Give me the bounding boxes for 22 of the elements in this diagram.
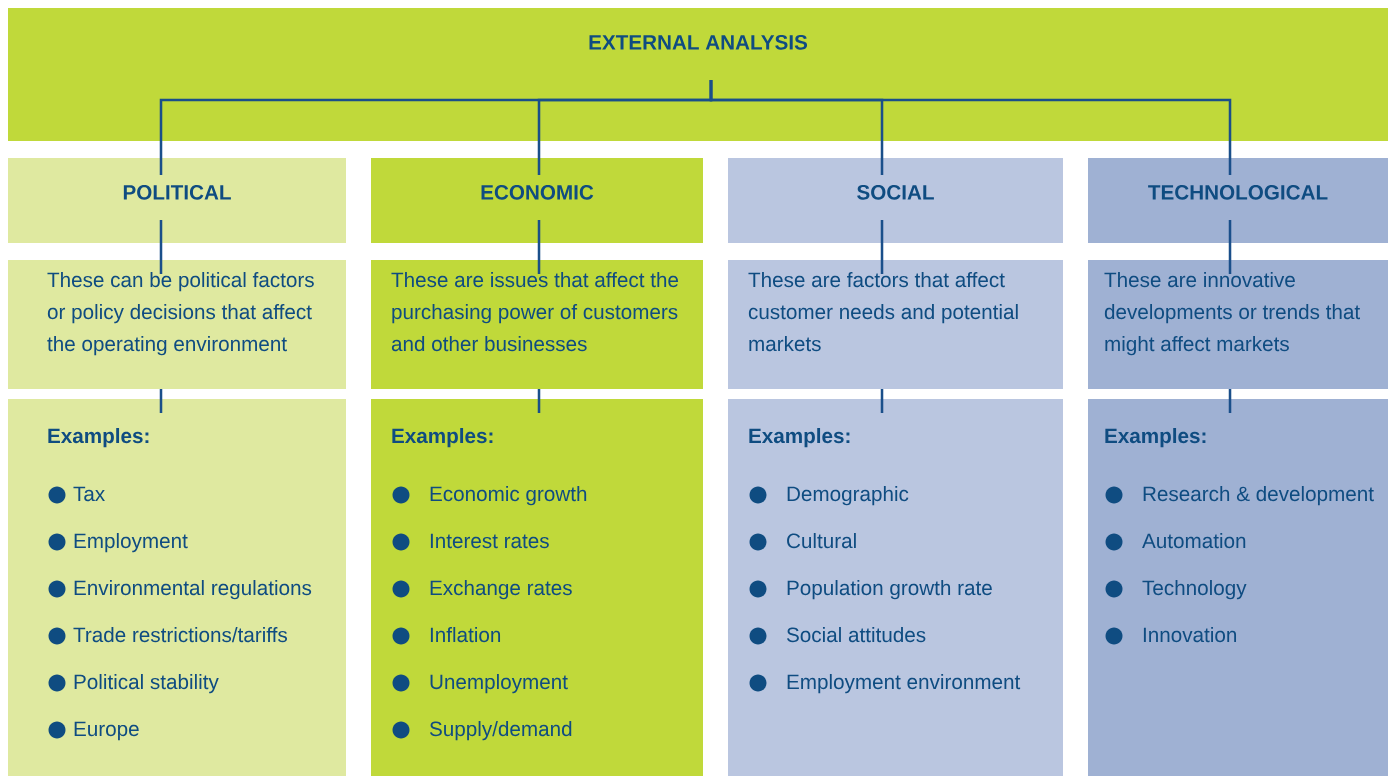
examples-box: Examples: Economic growth Interest rates Exchange rates Inflation Unemployment Supply/demand bbox=[371, 399, 703, 776]
examples-box: Examples: Research & development Automation Technology Innovation bbox=[1088, 399, 1388, 776]
description-box: These can be political factors or policy decisions that affect the operating environment bbox=[8, 260, 346, 389]
connector-line bbox=[1228, 389, 1232, 413]
description-box: These are issues that affect the purchasing power of customers and other businesses bbox=[371, 260, 703, 389]
connector-line bbox=[880, 220, 884, 274]
examples-box: Examples: Tax Employment Environmental regulations Trade restrictions/tariffs Political stability Europe bbox=[8, 399, 346, 776]
connector-line bbox=[709, 80, 1232, 175]
description-box: These are factors that affect customer needs and potential markets bbox=[728, 260, 1063, 389]
connector-line bbox=[1228, 220, 1232, 274]
connector-line bbox=[159, 220, 163, 274]
connector-line bbox=[880, 389, 884, 413]
connector-line bbox=[159, 389, 163, 413]
category-header: SOCIAL bbox=[728, 158, 1063, 243]
category-header: TECHNOLOGICAL bbox=[1088, 158, 1388, 243]
category-header: POLITICAL bbox=[8, 158, 346, 243]
category-header: ECONOMIC bbox=[371, 158, 703, 243]
connector-line bbox=[537, 389, 541, 413]
examples-box: Examples: Demographic Cultural Population growth rate Social attitudes Employment environment bbox=[728, 399, 1063, 776]
description-box: These are innovative developments or trends that might affect markets bbox=[1088, 260, 1388, 389]
connector-line bbox=[537, 220, 541, 274]
title-band: EXTERNAL ANALYSIS bbox=[8, 8, 1388, 141]
